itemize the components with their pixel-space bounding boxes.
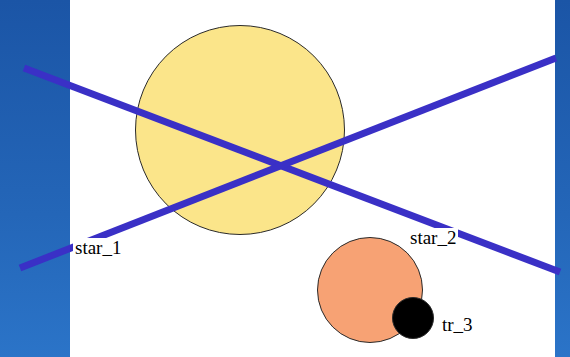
star-label: star_1 [73, 238, 123, 257]
circle-fill [136, 26, 345, 235]
panel-ground [70, 0, 555, 357]
circle-fill [393, 298, 434, 339]
transit-circle: tr_3 [392, 297, 434, 339]
star-circle: star_1 [135, 25, 345, 235]
star-label: tr_3 [440, 315, 475, 334]
circle-outline [392, 297, 434, 339]
star-label: star_2 [408, 228, 458, 247]
circle-outline [135, 25, 345, 235]
